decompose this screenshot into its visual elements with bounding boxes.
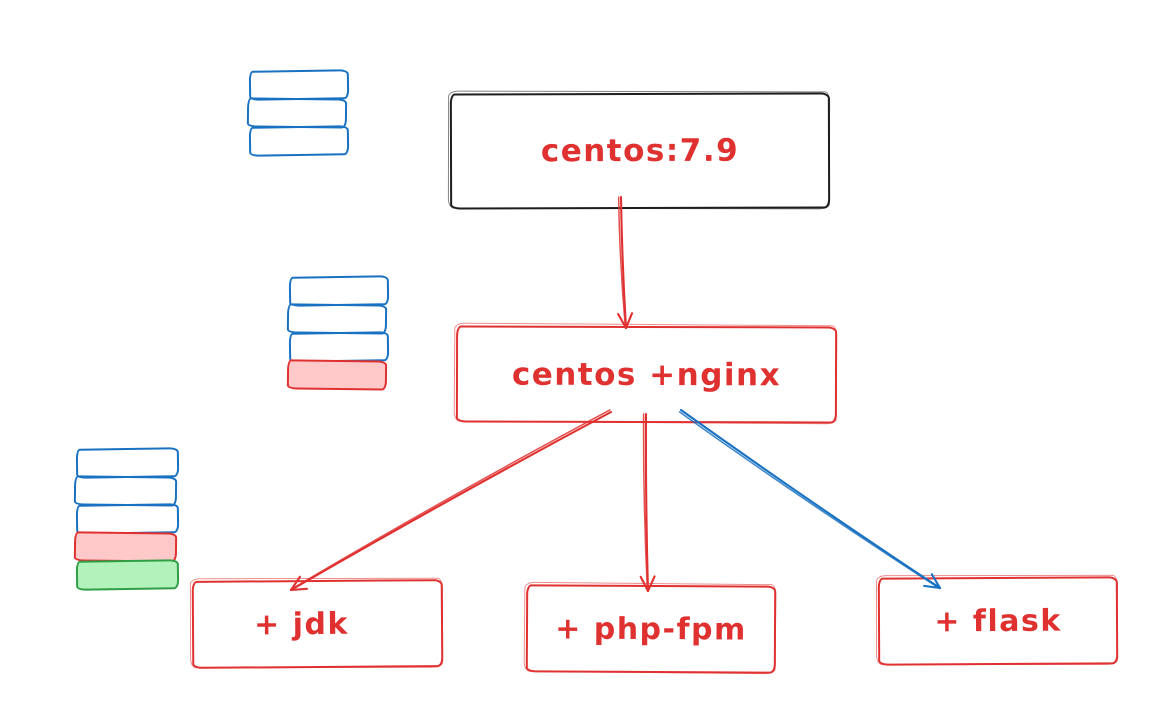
node-label-centos-nginx: centos +nginx: [511, 356, 782, 393]
node-label-centos-base: centos:7.9: [540, 132, 740, 170]
image-layer-blue: [286, 303, 388, 335]
arrow-nginx-to-php: [639, 412, 656, 593]
arrow-nginx-to-flask: [678, 408, 942, 590]
node-label-php-fpm: + php-fpm: [555, 610, 747, 648]
image-layer-red: [73, 531, 178, 563]
image-layer-blue: [248, 125, 350, 157]
image-layer-blue: [75, 503, 180, 535]
node-centos-base: centos:7.9: [449, 92, 831, 210]
node-centos-nginx: centos +nginx: [455, 325, 838, 424]
image-layer-blue: [288, 331, 390, 363]
node-label-jdk: + jdk: [253, 606, 350, 642]
image-layer-blue: [73, 475, 178, 507]
layer-stack-base: [246, 69, 350, 157]
layer-stack-app: [73, 447, 180, 591]
node-label-flask: + flask: [934, 603, 1062, 639]
image-layer-blue: [248, 69, 350, 101]
image-layer-green: [75, 559, 180, 591]
node-flask: + flask: [877, 576, 1119, 666]
node-jdk: + jdk: [191, 579, 444, 669]
arrow-nginx-to-jdk: [289, 409, 613, 592]
image-layer-blue: [246, 97, 348, 129]
image-layer-red: [286, 359, 388, 391]
arrow-base-to-nginx: [617, 195, 634, 330]
layer-stack-nginx: [286, 275, 390, 391]
node-php-fpm: + php-fpm: [525, 584, 777, 674]
image-layer-blue: [75, 447, 180, 479]
image-layer-blue: [288, 275, 390, 307]
